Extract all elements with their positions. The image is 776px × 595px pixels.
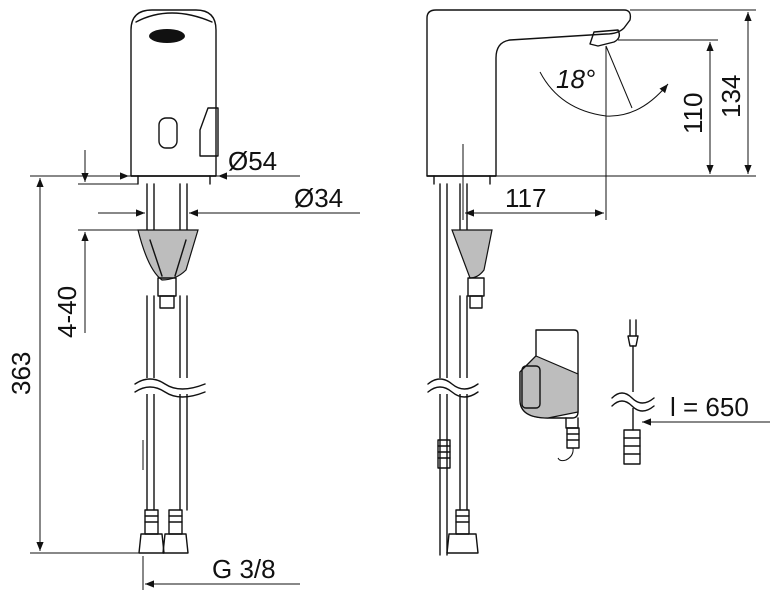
side-dimensions: 18° 117 110 134: [462, 9, 756, 220]
side-bracket: [451, 229, 493, 279]
dim-adjust-range: 4-40: [52, 286, 82, 338]
spout-aerator: [589, 29, 621, 47]
hose-nut-left: [138, 533, 165, 554]
dim-thread: G 3/8: [212, 554, 276, 584]
dim-diameter-body: Ø54: [228, 146, 277, 176]
cable: l = 650: [611, 319, 770, 465]
front-dimensions: 363 4-40 Ø54 Ø34 G 3/8: [6, 146, 360, 590]
mounting-bracket: [137, 229, 199, 281]
faucet-body-front: [130, 9, 217, 177]
power-supply: [519, 329, 580, 462]
faucet-body-side: [426, 9, 632, 177]
dim-height-134: 134: [716, 75, 746, 118]
front-view: [130, 9, 219, 554]
dim-angle: 18°: [556, 64, 595, 94]
dim-height-total: 363: [6, 352, 36, 395]
side-view: [426, 9, 632, 556]
aerator-outlet: [149, 29, 185, 43]
temperature-lever: [199, 107, 219, 157]
dim-cable-length: l = 650: [670, 392, 749, 422]
dim-spout-reach: 117: [505, 183, 546, 213]
hose-nut-right: [162, 533, 189, 554]
hose-nut-side: [446, 533, 479, 554]
cable-plug: [623, 429, 641, 465]
dim-height-110: 110: [678, 93, 708, 134]
sensor-window: [158, 117, 178, 149]
dim-diameter-base: Ø34: [294, 183, 343, 213]
